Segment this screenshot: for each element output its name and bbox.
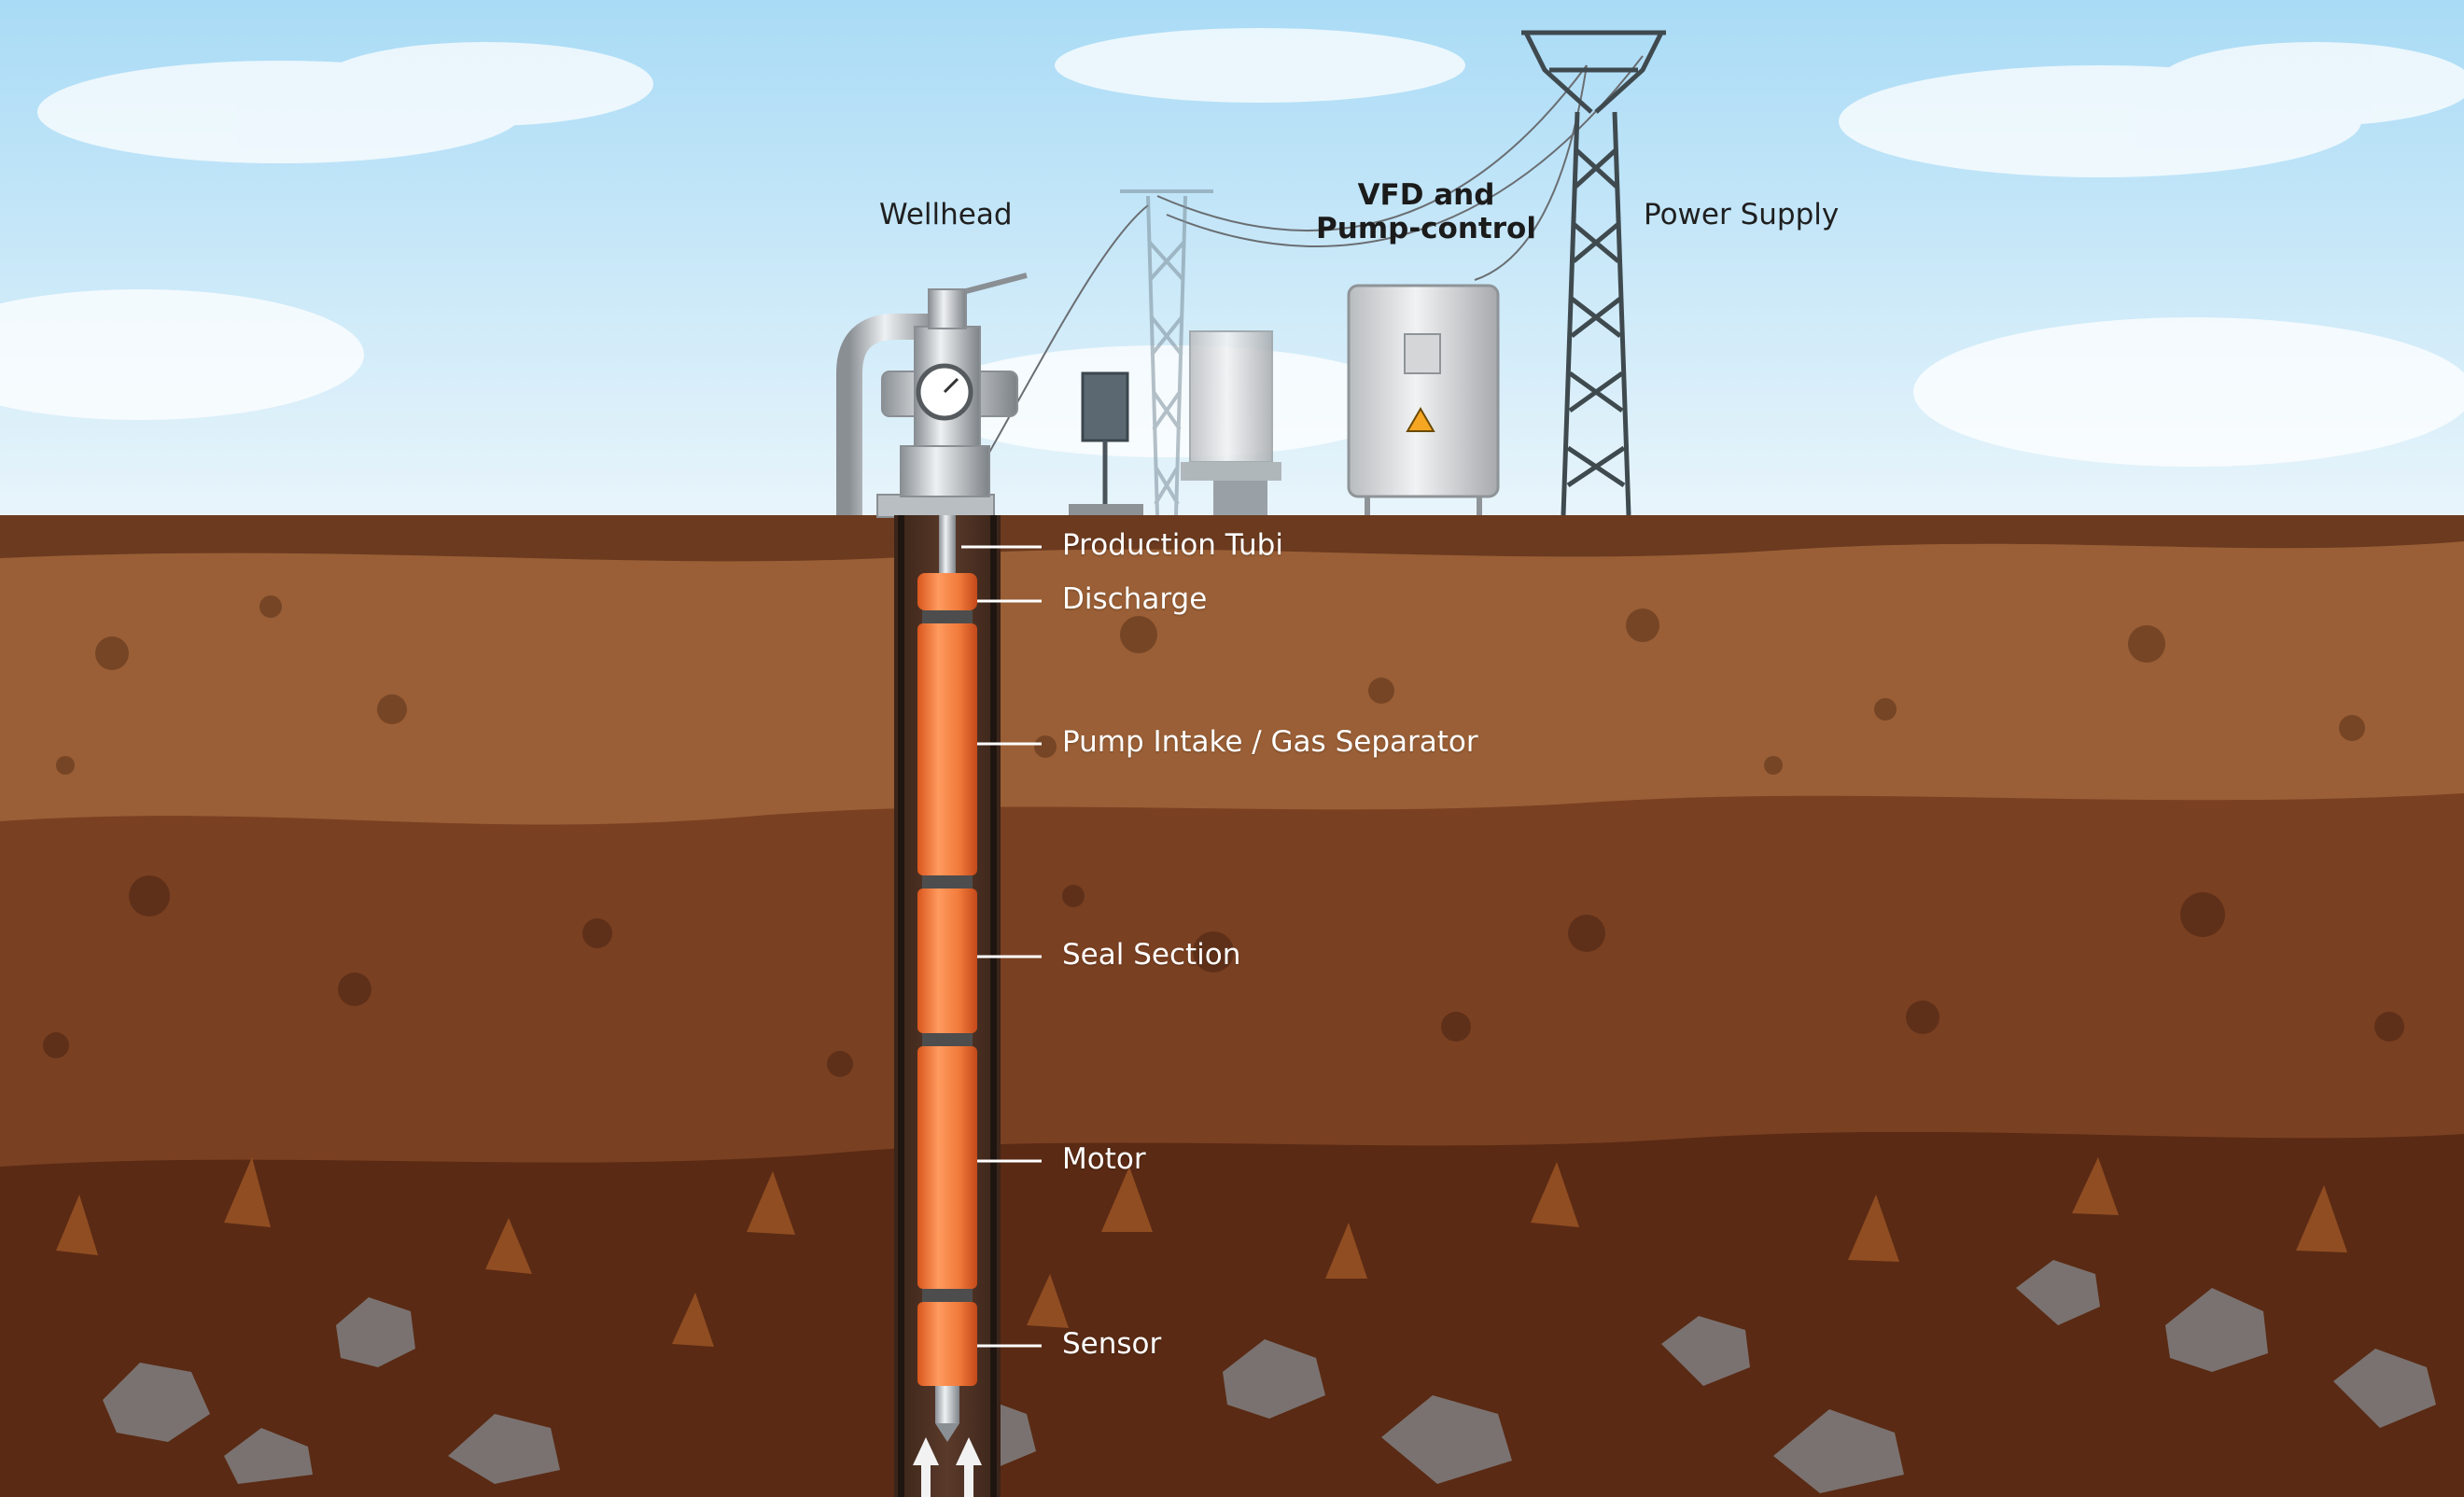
sensor-section [917, 1302, 977, 1386]
discharge-label: Discharge [1062, 582, 1208, 616]
flow-arrow-icon [913, 1437, 982, 1497]
solar-panel-icon [1069, 371, 1143, 515]
power-supply-label: Power Supply [1644, 198, 1840, 231]
transmission-tower-icon [1120, 189, 1213, 516]
seal-section-label: Seal Section [1062, 938, 1241, 972]
transmission-tower-icon [1521, 30, 1666, 516]
soil-pebbles-mid [43, 875, 2404, 1077]
transformer-icon [1181, 330, 1281, 515]
motor-section [917, 1046, 977, 1289]
vfd-cabinet-icon [1347, 284, 1500, 515]
sensor-label: Sensor [1062, 1327, 1162, 1361]
clouds [0, 28, 2464, 467]
wellhead-label: Wellhead [879, 198, 1013, 231]
discharge-section [917, 573, 977, 610]
esp-string [917, 573, 977, 1442]
soil-layer-deep [0, 1131, 2464, 1497]
soil-pebbles [56, 595, 2365, 775]
pump-intake-label: Pump Intake / Gas Separator [1062, 725, 1478, 759]
vfd-label-line2: Pump-control [1316, 211, 1536, 245]
motor-label: Motor [1062, 1142, 1146, 1176]
warning-icon [1406, 407, 1435, 432]
seal-section [917, 888, 977, 1033]
leader-lines [961, 545, 1042, 1348]
production-tubing [939, 515, 956, 573]
vfd-label: VFD and Pump-control [1307, 178, 1546, 245]
vfd-label-line1: VFD and [1357, 178, 1495, 212]
rock-shards [56, 1157, 2347, 1347]
production-tubing-label: Production Tubi [1062, 528, 1283, 562]
ground-edge [0, 515, 2464, 562]
pump-intake-section [917, 623, 977, 875]
wellhead-icon [836, 273, 1028, 518]
